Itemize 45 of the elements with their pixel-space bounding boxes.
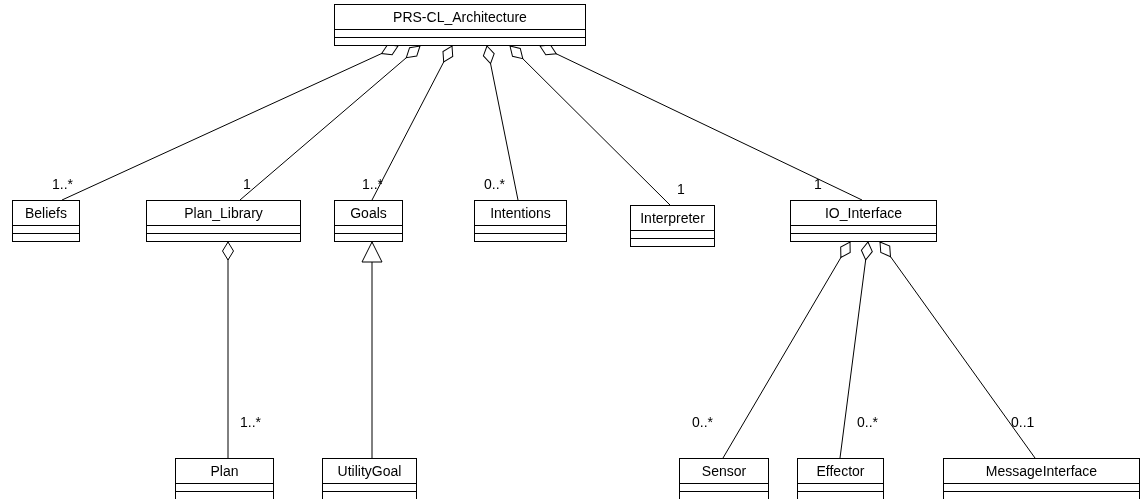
aggregation-line: [371, 45, 454, 201]
multiplicity-label: 0..*: [484, 176, 505, 192]
class-name: Intentions: [475, 201, 566, 226]
multiplicity-label: 1: [243, 176, 251, 192]
class-name: Goals: [335, 201, 402, 226]
class-name: Sensor: [680, 459, 768, 484]
class-box: [175, 458, 274, 499]
class-box: [797, 458, 884, 499]
class-box: [334, 200, 403, 242]
class-box: [474, 200, 567, 242]
class-box: [322, 458, 417, 499]
class-name: Plan_Library: [147, 201, 300, 226]
aggregation-line: [61, 44, 399, 201]
multiplicity-label: 1..*: [240, 414, 261, 430]
class-name: Effector: [798, 459, 883, 484]
multiplicity-label: 0..*: [692, 414, 713, 430]
aggregation-line: [239, 45, 421, 201]
multiplicity-label: 0..1: [1011, 414, 1035, 430]
aggregation-line: [539, 44, 863, 201]
aggregation-line: [482, 45, 519, 201]
aggregation-line: [839, 241, 873, 459]
class-name: MessageInterface: [944, 459, 1139, 484]
aggregation-line: [509, 45, 671, 206]
class-name: Interpreter: [631, 206, 714, 231]
multiplicity-label: 1: [814, 176, 822, 192]
class-box: [334, 4, 586, 46]
class-box: [146, 200, 301, 242]
multiplicity-label: 1: [677, 181, 685, 197]
class-name: IO_Interface: [791, 201, 936, 226]
class-box: [12, 200, 80, 242]
class-box: [790, 200, 937, 242]
class-name: Plan: [176, 459, 273, 484]
class-name: Beliefs: [13, 201, 79, 226]
aggregation-line: [722, 241, 851, 459]
class-box: [630, 205, 715, 247]
class-box: [679, 458, 769, 499]
class-name: PRS-CL_Architecture: [335, 5, 585, 30]
multiplicity-label: 1..*: [52, 176, 73, 192]
class-box: [943, 458, 1140, 499]
class-name: UtilityGoal: [323, 459, 416, 484]
aggregation-line: [879, 241, 1036, 459]
aggregation-line: [222, 241, 234, 459]
multiplicity-label: 0..*: [857, 414, 878, 430]
generalization-arrow: [361, 241, 383, 459]
multiplicity-label: 1..*: [362, 176, 383, 192]
